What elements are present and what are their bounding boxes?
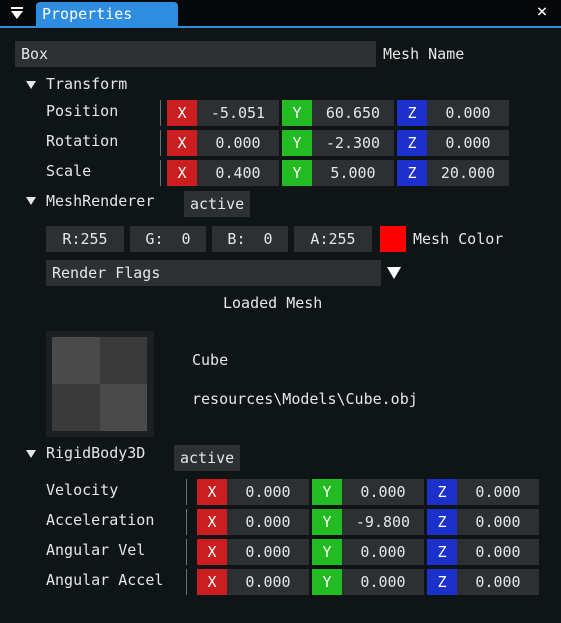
x-value-field[interactable]: 0.000 [227, 569, 309, 595]
color-swatch[interactable] [380, 226, 406, 252]
z-axis-label: Z [427, 479, 457, 505]
x-value-field[interactable]: 0.000 [227, 539, 309, 565]
mesh-name-label: Mesh Name [383, 45, 465, 63]
z-value-field[interactable]: 0.000 [457, 509, 539, 535]
row-label: Position [46, 102, 119, 120]
row-label: Acceleration [46, 511, 155, 529]
z-axis-label: Z [427, 509, 457, 535]
x-axis-label: X [167, 130, 197, 156]
render-flags-label: Render Flags [52, 264, 161, 282]
x-axis-label: X [197, 479, 227, 505]
z-axis-label: Z [397, 130, 427, 156]
row-divider [186, 569, 187, 595]
row-label: Angular Accel [46, 571, 164, 589]
z-value-field[interactable]: 0.000 [457, 569, 539, 595]
expanded-triangle-icon[interactable] [26, 449, 36, 459]
row-divider [160, 160, 161, 186]
z-value-field[interactable]: 0.000 [427, 100, 509, 126]
y-axis-label: Y [312, 479, 342, 505]
color-b-field[interactable]: B: 0 [212, 226, 288, 252]
x-axis-label: X [197, 539, 227, 565]
row-divider [160, 130, 161, 156]
rigidbody-header[interactable]: RigidBody3D [46, 444, 146, 462]
render-flags-dropdown[interactable]: Render Flags [46, 260, 407, 286]
y-axis-label: Y [312, 569, 342, 595]
y-value-field[interactable]: 60.650 [312, 100, 394, 126]
expanded-triangle-icon[interactable] [26, 196, 36, 206]
y-axis-label: Y [312, 539, 342, 565]
mesh-name-input[interactable]: Box [15, 41, 376, 67]
z-value-field[interactable]: 0.000 [427, 130, 509, 156]
z-value-field[interactable]: 0.000 [457, 539, 539, 565]
expanded-triangle-icon[interactable] [26, 80, 36, 90]
z-axis-label: Z [427, 569, 457, 595]
row-label: Rotation [46, 132, 119, 150]
meshrenderer-active-toggle[interactable]: active [184, 191, 251, 217]
x-value-field[interactable]: 0.400 [197, 160, 279, 186]
window-title: Properties [42, 5, 133, 23]
loaded-mesh-path: resources\Models\Cube.obj [192, 390, 418, 408]
y-value-field[interactable]: -9.800 [342, 509, 424, 535]
y-axis-label: Y [282, 130, 312, 156]
x-value-field[interactable]: 0.000 [227, 479, 309, 505]
title-bar[interactable]: Properties × [0, 0, 561, 28]
z-axis-label: Z [397, 160, 427, 186]
dropdown-arrow-button[interactable] [381, 260, 407, 286]
x-value-field[interactable]: -5.051 [197, 100, 279, 126]
row-divider [160, 100, 161, 126]
row-label: Velocity [46, 481, 119, 499]
tab-properties[interactable]: Properties [36, 2, 178, 26]
z-value-field[interactable]: 0.000 [457, 479, 539, 505]
x-value-field[interactable]: 0.000 [197, 130, 279, 156]
x-axis-label: X [197, 509, 227, 535]
y-value-field[interactable]: 5.000 [312, 160, 394, 186]
loaded-mesh-name: Cube [192, 351, 229, 369]
y-axis-label: Y [312, 509, 342, 535]
color-r-field[interactable]: R:255 [46, 226, 124, 252]
close-icon[interactable]: × [536, 1, 548, 22]
row-label: Scale [46, 162, 92, 180]
mesh-thumbnail [46, 331, 154, 437]
color-g-field[interactable]: G: 0 [130, 226, 206, 252]
x-axis-label: X [197, 569, 227, 595]
x-axis-label: X [167, 160, 197, 186]
row-divider [186, 539, 187, 565]
y-value-field[interactable]: 0.000 [342, 539, 424, 565]
row-label: Angular Vel [46, 541, 146, 559]
transform-header[interactable]: Transform [46, 75, 128, 93]
x-axis-label: X [167, 100, 197, 126]
chevron-down-icon [387, 267, 401, 279]
z-axis-label: Z [427, 539, 457, 565]
z-axis-label: Z [397, 100, 427, 126]
y-axis-label: Y [282, 100, 312, 126]
loaded-mesh-title: Loaded Mesh [223, 294, 323, 312]
x-value-field[interactable]: 0.000 [227, 509, 309, 535]
y-value-field[interactable]: -2.300 [312, 130, 394, 156]
z-value-field[interactable]: 20.000 [427, 160, 509, 186]
color-a-field[interactable]: A:255 [294, 226, 372, 252]
collapse-triangle-icon[interactable] [10, 6, 24, 20]
y-axis-label: Y [282, 160, 312, 186]
y-value-field[interactable]: 0.000 [342, 569, 424, 595]
row-divider [186, 509, 187, 535]
y-value-field[interactable]: 0.000 [342, 479, 424, 505]
meshrenderer-header[interactable]: MeshRenderer [46, 192, 155, 210]
row-divider [186, 479, 187, 505]
rigidbody-active-toggle[interactable]: active [174, 445, 241, 471]
mesh-preview-icon [52, 337, 147, 431]
mesh-color-label: Mesh Color [413, 230, 504, 248]
